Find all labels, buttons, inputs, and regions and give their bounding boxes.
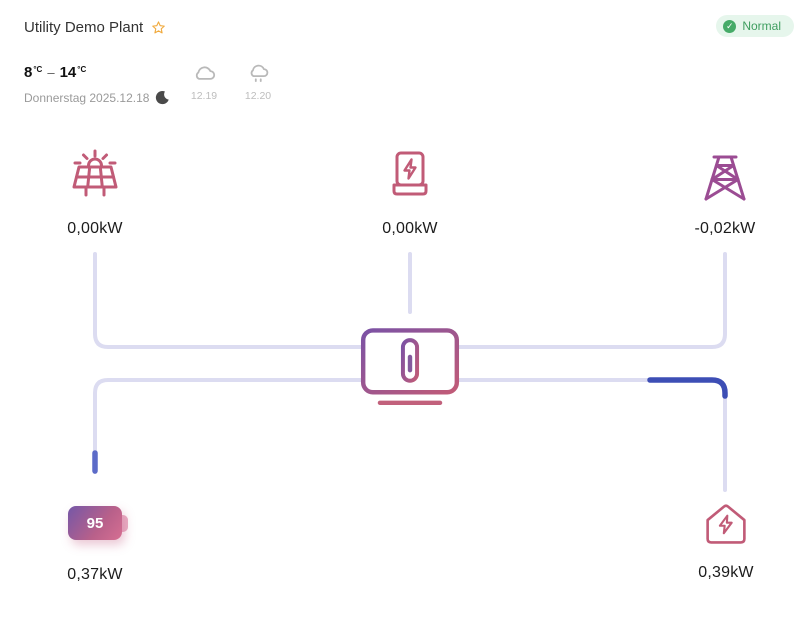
date-text: Donnerstag 2025.12.18 [24, 90, 150, 105]
temp-high-unit: °C [77, 65, 87, 74]
moon-icon [155, 90, 170, 105]
house-load-icon[interactable] [698, 496, 754, 552]
forecast-day-2: 12.20 [236, 62, 280, 102]
status-label: Normal [742, 19, 781, 33]
battery-soc-badge[interactable]: 95 [68, 506, 128, 540]
rain-cloud-icon [245, 62, 272, 84]
date-row: Donnerstag 2025.12.18 [24, 90, 170, 105]
link-inverter-battery [93, 378, 368, 474]
power-grid-tower-icon[interactable] [693, 146, 757, 210]
favorite-star-icon[interactable] [151, 20, 166, 35]
charger-icon[interactable] [378, 146, 442, 210]
solar-panel-icon[interactable] [63, 146, 127, 210]
forecast-day-1: 12.19 [182, 62, 226, 102]
weather-summary: 8 °C – 14 °C Donnerstag 2025.12.18 [24, 64, 170, 105]
pv-power-value: 0,00kW [67, 220, 123, 237]
temperature-range: 8 °C – 14 °C [24, 64, 170, 81]
grid-node: -0,02kW [660, 146, 790, 238]
forecast-date: 12.19 [190, 90, 218, 102]
status-badge: ✓ Normal [716, 15, 794, 37]
header: Utility Demo Plant [24, 19, 166, 36]
page-title: Utility Demo Plant [24, 19, 144, 36]
pv-node: 0,00kW [30, 146, 160, 238]
status-check-icon: ✓ [723, 19, 737, 33]
grid-power-value: -0,02kW [694, 220, 756, 237]
battery-soc-value: 95 [86, 514, 104, 532]
link-grid-inverter [452, 252, 727, 349]
inverter-node [357, 325, 463, 410]
temp-low-unit: °C [33, 65, 43, 74]
temp-separator: – [47, 65, 55, 80]
link-inverter-load [452, 378, 727, 492]
inverter-icon[interactable] [357, 325, 463, 410]
link-pv-inverter [93, 252, 368, 349]
temp-high: 14 [59, 64, 77, 81]
battery-node: 95 0,37kW [30, 506, 160, 584]
charger-power-value: 0,00kW [382, 220, 438, 237]
load-power-value: 0,39kW [698, 564, 754, 581]
charger-node: 0,00kW [345, 146, 475, 238]
flow-indicator-load [647, 377, 728, 399]
battery-power-value: 0,37kW [67, 566, 123, 583]
temp-low: 8 [24, 64, 33, 81]
load-node: 0,39kW [661, 496, 791, 582]
forecast-date: 12.20 [244, 90, 272, 102]
cloud-icon [191, 62, 218, 84]
